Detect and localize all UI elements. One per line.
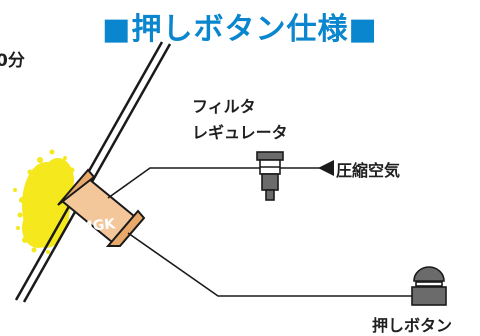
arrow-icon	[318, 160, 334, 176]
push-button-label: 押しボタン	[372, 316, 453, 335]
filter-regulator-icon	[256, 151, 284, 201]
signal-line	[127, 232, 414, 297]
time-label: 0分	[0, 51, 25, 71]
filter-regulator-label-line2: レギュレータ	[192, 123, 288, 142]
compressed-air-label: 圧縮空気	[336, 161, 401, 180]
diagram-title: ■押しボタン仕様■	[102, 12, 378, 47]
push-button-icon	[411, 266, 447, 306]
filter-regulator-label-line1: フィルタ	[192, 97, 256, 116]
air-hose	[107, 167, 260, 199]
filter-regulator-label: フィルタ レギュレータ	[192, 94, 288, 146]
mgk-device	[57, 168, 146, 247]
